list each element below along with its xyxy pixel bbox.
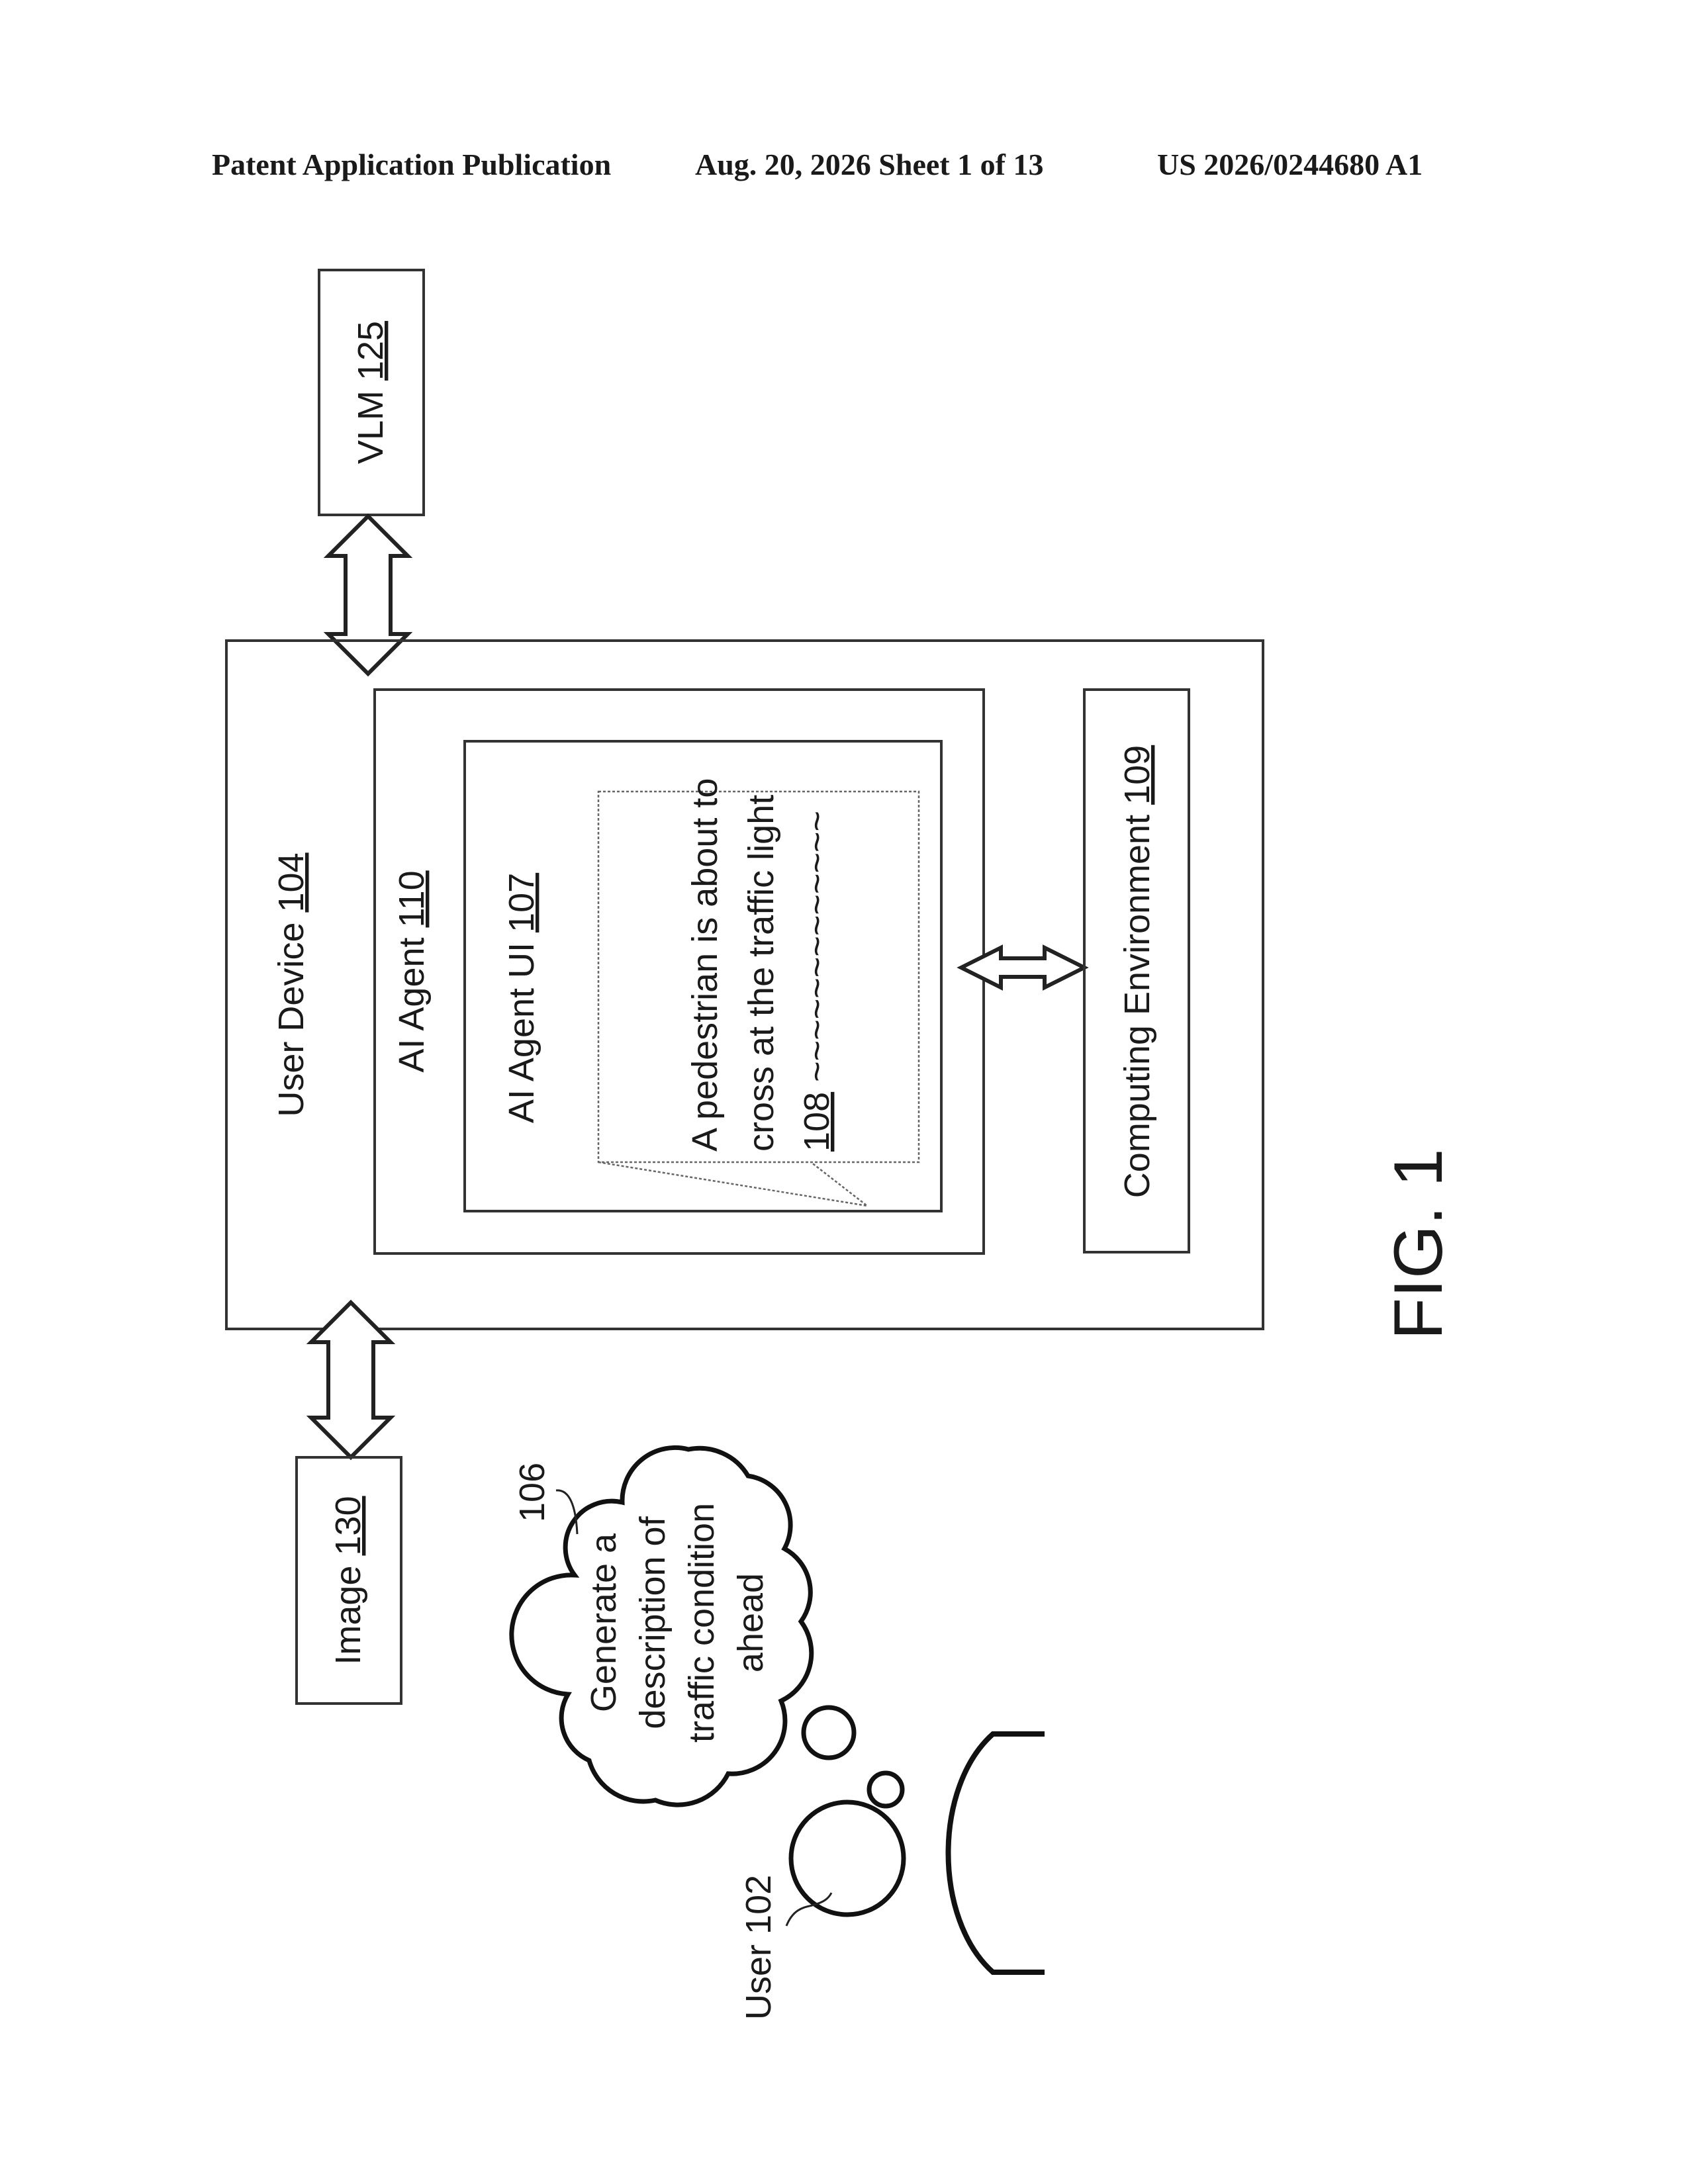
ai-agent-ui-label: AI Agent UI 107 <box>502 873 541 1123</box>
device-image-double-arrow <box>311 1302 391 1457</box>
output-ref-line: 108 ~~~~~~~~~~~~~ <box>797 811 837 1152</box>
vlm-label: VLM 125 <box>351 321 391 464</box>
thought-bubble-small <box>869 1773 902 1806</box>
prompt-line2: description of <box>633 1516 673 1729</box>
output-callout-pointer <box>598 1162 867 1206</box>
prompt-line1: Generate a <box>584 1533 624 1712</box>
thought-bubble-large <box>804 1707 854 1758</box>
user-device-label: User Device 104 <box>271 852 311 1116</box>
user-body <box>949 1734 1045 1972</box>
prompt-line3: traffic condition <box>682 1503 722 1743</box>
ai-agent-label: AI Agent 110 <box>392 870 432 1072</box>
prompt-ref: 106 <box>512 1463 552 1522</box>
prompt-line4: ahead <box>731 1573 771 1672</box>
vlm-device-double-arrow <box>328 516 408 674</box>
output-text-line1: A pedestrian is about to <box>685 778 725 1152</box>
image-label: Image 130 <box>328 1496 368 1664</box>
computing-environment-label: Computing Environment 109 <box>1117 745 1157 1198</box>
user-label: User 102 <box>739 1875 778 2020</box>
user-head <box>791 1802 904 1915</box>
figure-label: FIG. 1 <box>1380 1149 1457 1340</box>
output-text-line2: cross at the traffic light <box>741 795 781 1152</box>
agent-compute-double-arrow <box>961 948 1084 987</box>
